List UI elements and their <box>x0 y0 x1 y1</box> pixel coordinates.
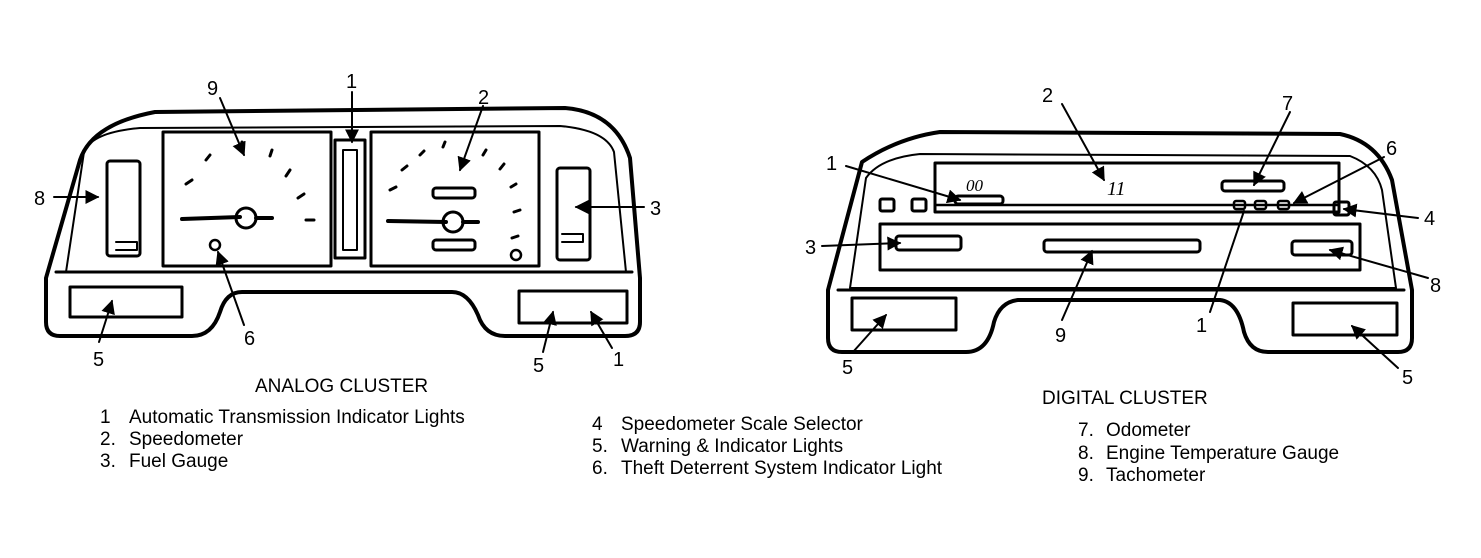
analog-housing <box>44 106 642 338</box>
analog-callout-5a: 5 <box>93 349 104 371</box>
legend-num: 1 <box>100 407 111 428</box>
analog-speedo-ticks <box>388 140 522 240</box>
legend-num: 2. <box>100 429 116 450</box>
analog-warning-panel-right <box>517 289 629 325</box>
legend-text: Automatic Transmission Indicator Lights <box>129 407 465 428</box>
analog-warning-panel-left <box>68 285 184 319</box>
digital-cluster: 00 11 <box>805 85 1441 409</box>
analog-fuel-gauge <box>555 166 592 262</box>
legend-text: Fuel Gauge <box>129 451 228 472</box>
analog-cluster-caption: ANALOG CLUSTER <box>255 376 428 397</box>
digital-button-left-2 <box>910 197 928 213</box>
analog-speedo-window-top <box>431 186 477 200</box>
legend-num: 8. <box>1078 443 1094 464</box>
analog-callout-5b: 5 <box>533 355 544 377</box>
legend-col-2: 4 Speedometer Scale Selector 5. Warning … <box>592 414 943 479</box>
digital-callout-6: 6 <box>1386 138 1397 160</box>
analog-callout-1: 1 <box>346 71 357 93</box>
analog-tach-face <box>161 130 333 268</box>
analog-temp-gauge <box>105 159 142 258</box>
digital-callout-9: 9 <box>1055 325 1066 347</box>
digital-callout-5b: 5 <box>1402 367 1413 389</box>
digital-fuel-gauge <box>894 234 963 252</box>
legend-text: Odometer <box>1106 420 1191 441</box>
legend-num: 5. <box>592 436 608 457</box>
legend-num: 6. <box>592 458 608 479</box>
legend-text: Engine Temperature Gauge <box>1106 443 1339 464</box>
digital-trans-indicator <box>953 194 1005 206</box>
digital-tach-digits: 11 <box>1107 178 1126 200</box>
digital-odometer <box>1220 179 1286 193</box>
analog-tach-needle <box>180 215 242 221</box>
analog-callout-8: 8 <box>34 188 45 210</box>
digital-upper-display <box>933 161 1341 214</box>
digital-warning-panel-left <box>850 296 958 332</box>
legend-text: Tachometer <box>1106 465 1206 486</box>
digital-callout-1: 1 <box>826 153 837 175</box>
legend-text: Speedometer <box>129 429 244 450</box>
digital-theft-light-3 <box>1276 199 1291 211</box>
digital-housing <box>826 130 1414 354</box>
legend-num: 3. <box>100 451 116 472</box>
legend-num: 7. <box>1078 420 1094 441</box>
legend-col-3: 7. Odometer 8. Engine Temperature Gauge … <box>1078 420 1339 486</box>
digital-bezel-line <box>849 153 1397 289</box>
digital-speed-digits: 00 <box>966 176 984 195</box>
digital-callout-2: 2 <box>1042 85 1053 107</box>
digital-lower-display <box>878 222 1362 272</box>
analog-trans-indicator-inner <box>342 149 358 251</box>
analog-callout-2: 2 <box>478 87 489 109</box>
analog-callout-1b: 1 <box>613 349 624 371</box>
analog-callout-9: 9 <box>207 78 218 100</box>
digital-callout-1b: 1 <box>1196 315 1207 337</box>
analog-bezel-line <box>65 125 627 273</box>
digital-callout-4: 4 <box>1424 208 1435 230</box>
digital-theft-light-2 <box>1253 199 1268 211</box>
digital-callout-7: 7 <box>1282 93 1293 115</box>
digital-button-left-1 <box>878 197 896 213</box>
digital-callout-8: 8 <box>1430 275 1441 297</box>
legend-text: Speedometer Scale Selector <box>621 414 864 435</box>
legend-col-1: 1 Automatic Transmission Indicator Light… <box>100 407 465 472</box>
analog-trans-indicator-outer <box>333 138 367 260</box>
analog-callout-6: 6 <box>244 328 255 350</box>
legend-num: 9. <box>1078 465 1094 486</box>
digital-tachometer-bar <box>1042 238 1202 254</box>
analog-speedo-knob <box>509 248 523 262</box>
digital-warning-panel-right <box>1291 301 1399 337</box>
digital-callout-3: 3 <box>805 237 816 259</box>
analog-speedo-face <box>369 130 541 268</box>
legend-text: Warning & Indicator Lights <box>621 436 843 457</box>
analog-cluster: 9 1 2 8 3 6 5 5 1 ANALOG CLUSTER <box>34 71 661 397</box>
digital-cluster-caption: DIGITAL CLUSTER <box>1042 388 1208 409</box>
digital-temp-gauge <box>1290 239 1354 257</box>
legend-text: Theft Deterrent System Indicator Light <box>621 458 943 479</box>
analog-callout-3: 3 <box>650 198 661 220</box>
digital-theft-light-1 <box>1232 199 1247 211</box>
analog-speedo-window-bottom <box>431 238 477 252</box>
analog-speedo-needle <box>386 219 448 224</box>
legend: 1 Automatic Transmission Indicator Light… <box>100 407 1339 486</box>
analog-theft-light <box>208 238 222 252</box>
digital-callout-5a: 5 <box>842 357 853 379</box>
legend-num: 4 <box>592 414 603 435</box>
